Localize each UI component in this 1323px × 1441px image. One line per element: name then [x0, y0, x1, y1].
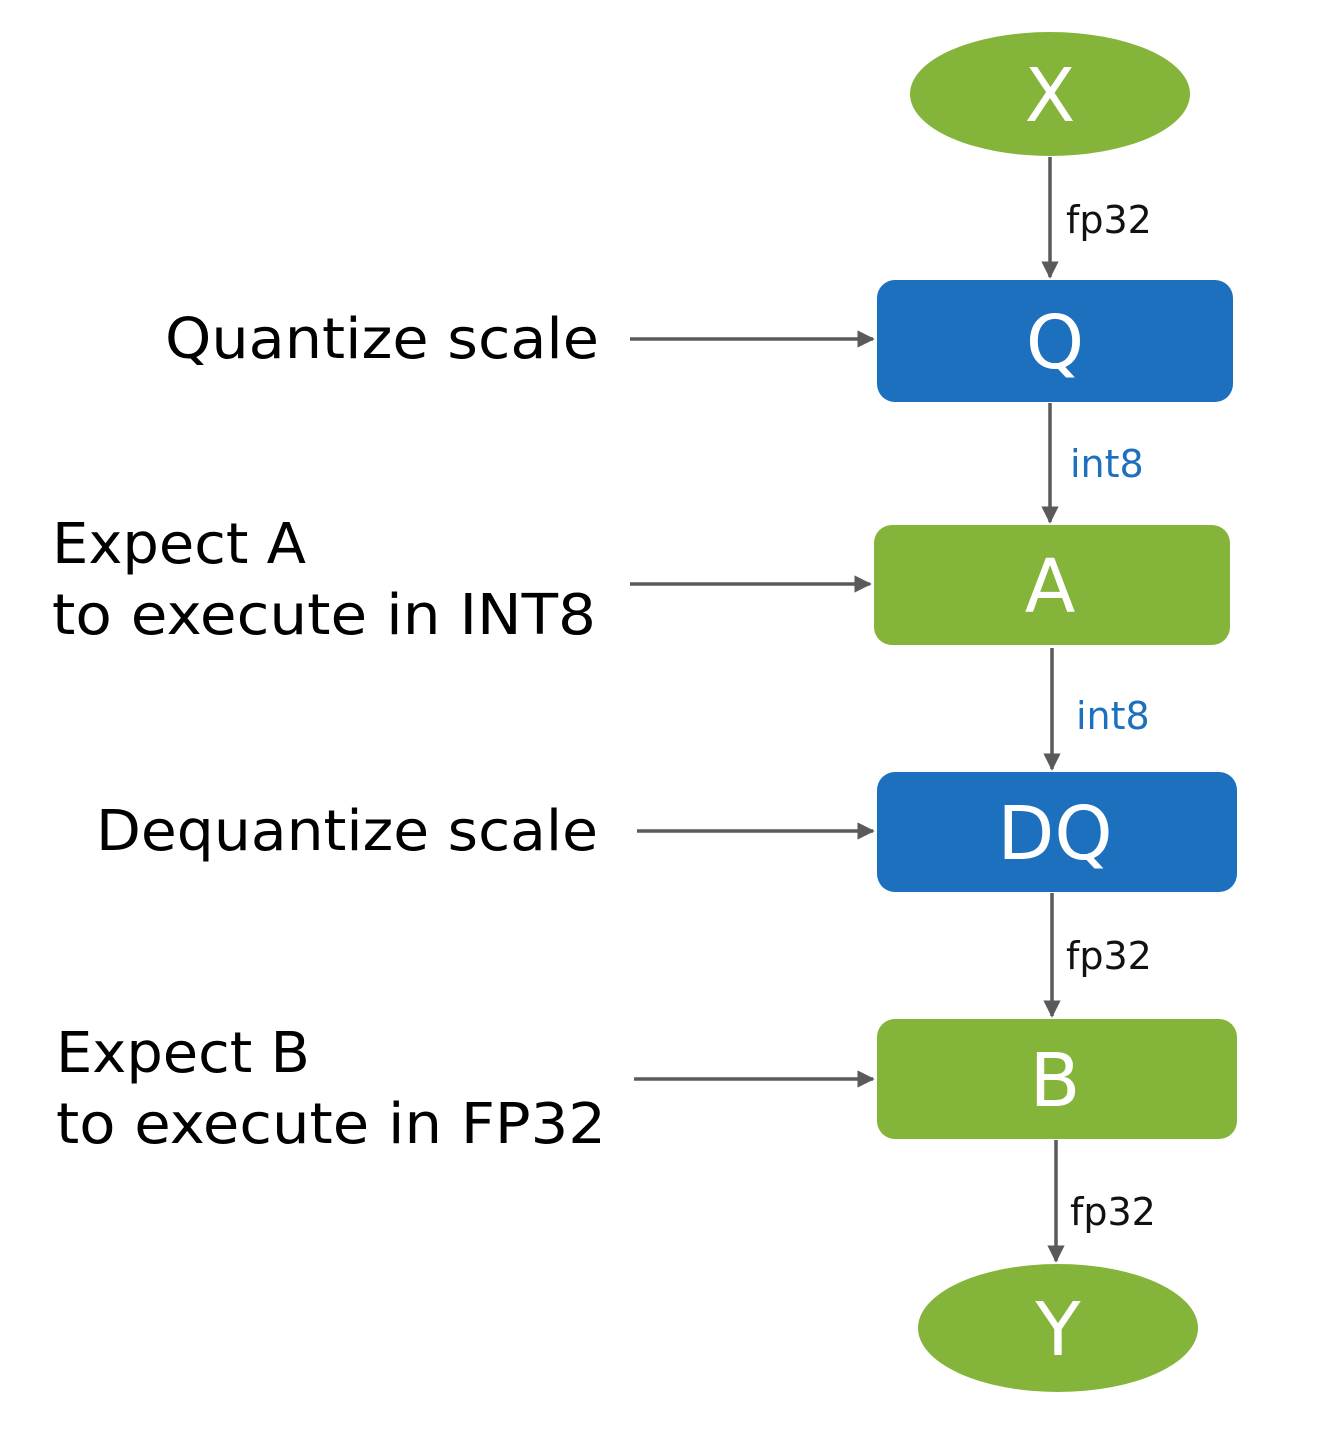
- edge-dq-to-b: fp32: [1043, 893, 1152, 1018]
- edge-q-to-a-label: int8: [1070, 442, 1144, 486]
- annotation-dequantize-scale: Dequantize scale: [96, 799, 598, 864]
- node-a: A: [874, 525, 1230, 645]
- node-dq: DQ: [877, 772, 1237, 892]
- edge-x-to-q: fp32: [1041, 157, 1152, 279]
- node-a-label: A: [1025, 544, 1076, 630]
- node-dq-label: DQ: [997, 791, 1112, 877]
- node-b-label: B: [1030, 1038, 1081, 1124]
- node-q-label: Q: [1026, 300, 1084, 386]
- edge-b-to-y-label: fp32: [1070, 1190, 1156, 1234]
- edge-x-to-q-label: fp32: [1066, 198, 1152, 242]
- node-dq-shape: [877, 772, 1237, 892]
- node-y: Y: [918, 1264, 1198, 1392]
- node-b-shape: [877, 1019, 1237, 1139]
- node-x-label: X: [1025, 53, 1076, 139]
- node-q-shape: [877, 280, 1233, 402]
- edge-b-to-y: fp32: [1047, 1140, 1156, 1263]
- node-y-label: Y: [1034, 1287, 1081, 1373]
- node-b: B: [877, 1019, 1237, 1139]
- annotation-expect-a-line1: Expect A: [52, 512, 306, 577]
- annotation-expect-a-line2: to execute in INT8: [52, 583, 596, 648]
- annotation-expect-b-line2: to execute in FP32: [56, 1092, 606, 1157]
- node-a-shape: [874, 525, 1230, 645]
- edge-a-to-dq-label: int8: [1076, 694, 1150, 738]
- node-q: Q: [877, 280, 1233, 402]
- node-x: X: [910, 32, 1190, 156]
- annotation-quantize-scale: Quantize scale: [165, 307, 599, 372]
- annotation-expect-b-line1: Expect B: [56, 1021, 310, 1086]
- node-y-shape: [918, 1264, 1198, 1392]
- edge-a-to-dq: int8: [1043, 648, 1150, 771]
- node-x-shape: [910, 32, 1190, 156]
- edge-dq-to-b-label: fp32: [1066, 934, 1152, 978]
- edge-q-to-a: int8: [1041, 403, 1144, 524]
